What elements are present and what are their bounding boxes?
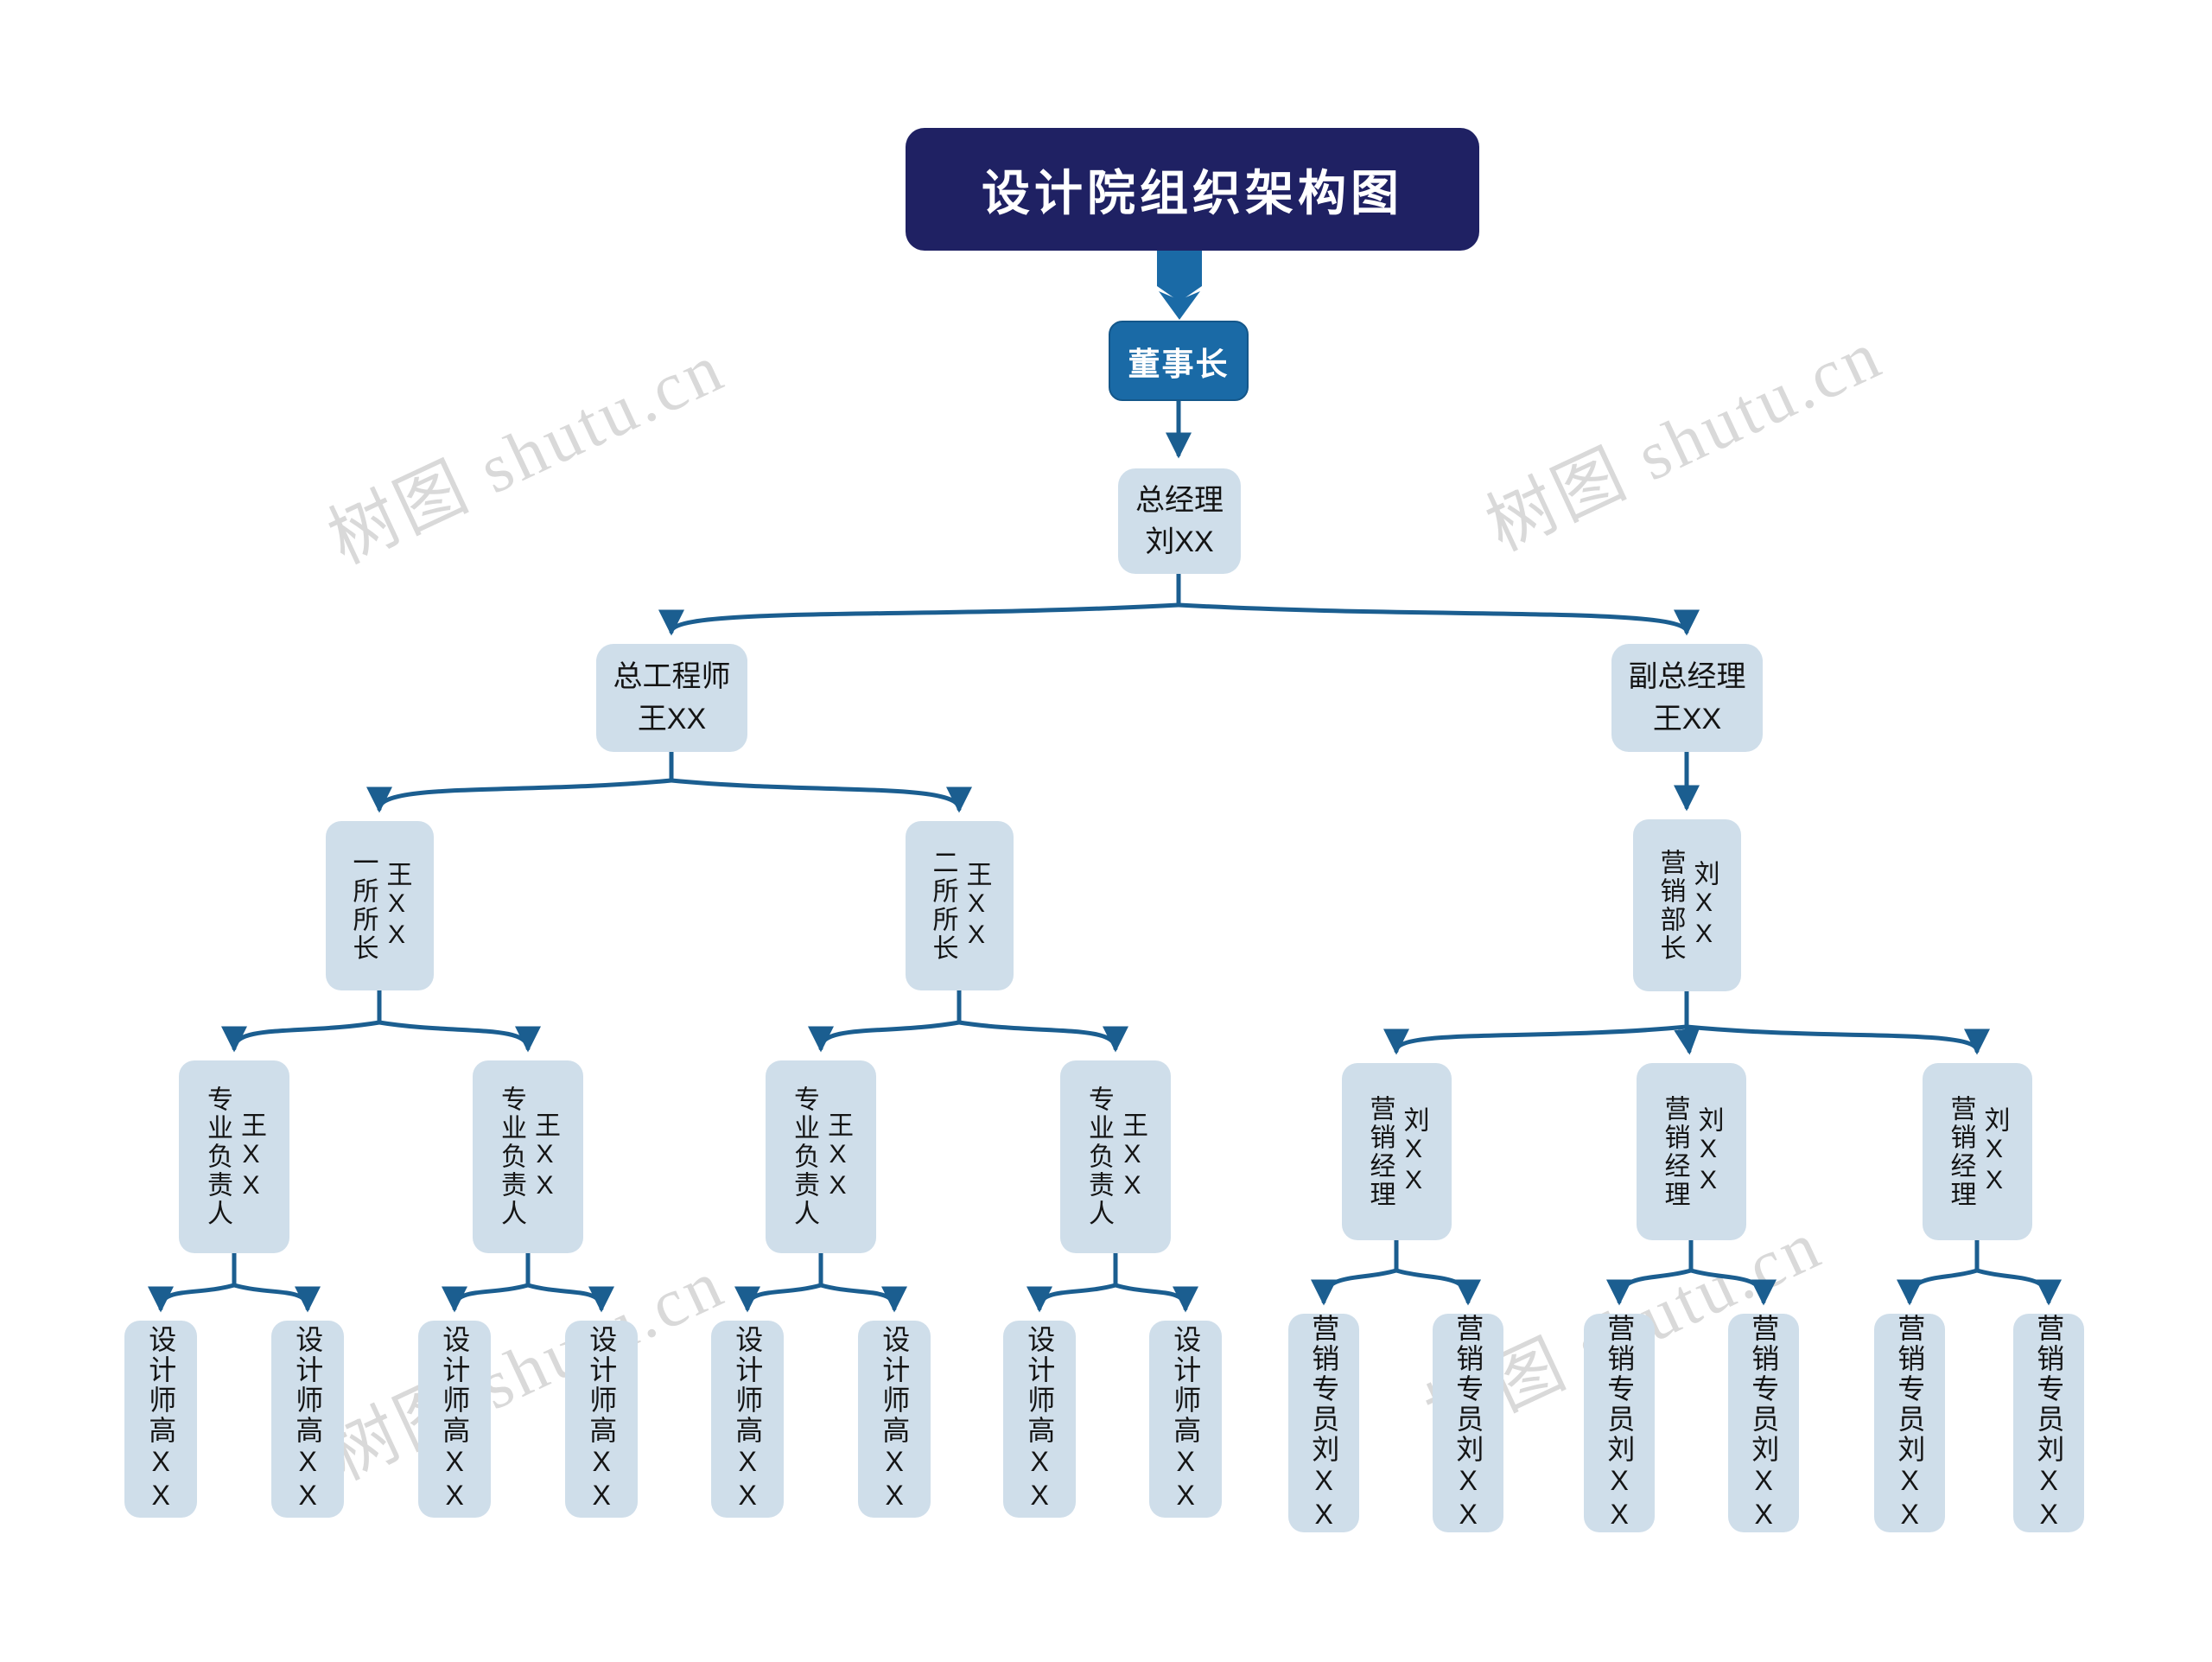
node-professional-lead-2[interactable]: 专业负责人 王XX xyxy=(473,1060,583,1253)
node-name: 王XX xyxy=(237,1111,265,1202)
node-label: 营销专员刘XX xyxy=(1452,1314,1484,1532)
node-title: 总经理 xyxy=(1135,483,1224,517)
node-root-title[interactable]: 设计院组织架构图 xyxy=(906,128,1479,251)
node-title: 营销经理 xyxy=(1365,1094,1395,1209)
node-professional-lead-4[interactable]: 专业负责人 王XX xyxy=(1060,1060,1171,1253)
node-institute-1-director[interactable]: 一所所长 王XX xyxy=(326,821,434,990)
node-label: 营销专员刘XX xyxy=(1604,1314,1636,1532)
node-label: 设计师高XX xyxy=(1170,1325,1202,1513)
node-title: 专业负责人 xyxy=(497,1086,525,1228)
node-professional-lead-1[interactable]: 专业负责人 王XX xyxy=(179,1060,289,1253)
node-designer-3[interactable]: 设计师高XX xyxy=(418,1321,491,1518)
node-label: 设计师高XX xyxy=(292,1325,324,1513)
node-name: 刘XX xyxy=(1145,525,1214,558)
node-professional-lead-3[interactable]: 专业负责人 王XX xyxy=(766,1060,876,1253)
node-title: 营销经理 xyxy=(1660,1094,1689,1209)
node-designer-4[interactable]: 设计师高XX xyxy=(565,1321,638,1518)
node-label: 设计师高XX xyxy=(732,1325,764,1513)
page-title: 设计院组织架构图 xyxy=(982,165,1403,220)
node-institute-2-director[interactable]: 二所所长 王XX xyxy=(906,821,1014,990)
node-designer-8[interactable]: 设计师高XX xyxy=(1149,1321,1222,1518)
node-title: 二所所长 xyxy=(928,849,957,963)
node-designer-1[interactable]: 设计师高XX xyxy=(124,1321,197,1518)
node-title: 一所所长 xyxy=(348,849,378,963)
node-label: 设计师高XX xyxy=(145,1325,177,1513)
node-marketing-manager-2[interactable]: 营销经理 刘XX xyxy=(1637,1063,1746,1240)
node-name: 王XX xyxy=(531,1111,559,1202)
node-marketing-manager-3[interactable]: 营销经理 刘XX xyxy=(1923,1063,2032,1240)
node-name: 刘XX xyxy=(1694,1106,1723,1197)
node-title: 专业负责人 xyxy=(203,1086,232,1228)
node-title: 营销部长 xyxy=(1656,848,1685,963)
node-name: 刘XX xyxy=(1399,1106,1428,1197)
node-name: 王XX xyxy=(1118,1111,1147,1202)
node-label: 营销专员刘XX xyxy=(1308,1314,1340,1532)
node-label: 设计师高XX xyxy=(879,1325,911,1513)
node-marketing-specialist-1[interactable]: 营销专员刘XX xyxy=(1288,1314,1359,1532)
node-label: 营销专员刘XX xyxy=(1748,1314,1780,1532)
node-name: 王XX xyxy=(962,860,991,952)
node-name: 刘XX xyxy=(1689,860,1719,951)
node-general-manager[interactable]: 总经理 刘XX xyxy=(1118,468,1241,574)
node-name: 刘XX xyxy=(1980,1106,2009,1197)
node-marketing-manager-1[interactable]: 营销经理 刘XX xyxy=(1342,1063,1452,1240)
node-label: 设计师高XX xyxy=(1024,1325,1056,1513)
node-marketing-specialist-6[interactable]: 营销专员刘XX xyxy=(2013,1314,2084,1532)
node-designer-2[interactable]: 设计师高XX xyxy=(271,1321,344,1518)
node-name: 王XX xyxy=(1652,702,1722,735)
node-chairman[interactable]: 董事长 xyxy=(1109,321,1249,401)
node-name: 王XX xyxy=(382,860,411,952)
node-label: 设计师高XX xyxy=(439,1325,471,1513)
title-arrow xyxy=(1157,246,1202,320)
node-chief-engineer[interactable]: 总工程师 王XX xyxy=(596,644,747,752)
node-marketing-specialist-2[interactable]: 营销专员刘XX xyxy=(1433,1314,1503,1532)
node-marketing-director[interactable]: 营销部长 刘XX xyxy=(1633,819,1741,991)
node-title: 营销经理 xyxy=(1946,1094,1975,1209)
node-marketing-specialist-4[interactable]: 营销专员刘XX xyxy=(1728,1314,1799,1532)
node-label: 董事长 xyxy=(1128,346,1230,382)
node-name: 王XX xyxy=(637,702,707,735)
node-designer-5[interactable]: 设计师高XX xyxy=(711,1321,784,1518)
node-marketing-specialist-3[interactable]: 营销专员刘XX xyxy=(1584,1314,1655,1532)
connectors xyxy=(148,398,2062,1313)
node-title: 专业负责人 xyxy=(790,1086,818,1228)
node-title: 专业负责人 xyxy=(1084,1086,1113,1228)
node-name: 王XX xyxy=(823,1111,852,1202)
node-title: 副总经理 xyxy=(1628,660,1746,694)
node-designer-7[interactable]: 设计师高XX xyxy=(1003,1321,1076,1518)
node-label: 营销专员刘XX xyxy=(2033,1314,2065,1532)
node-label: 营销专员刘XX xyxy=(1894,1314,1926,1532)
node-title: 总工程师 xyxy=(613,660,731,694)
node-designer-6[interactable]: 设计师高XX xyxy=(858,1321,931,1518)
node-label: 设计师高XX xyxy=(586,1325,618,1513)
node-marketing-specialist-5[interactable]: 营销专员刘XX xyxy=(1874,1314,1945,1532)
node-deputy-general-manager[interactable]: 副总经理 王XX xyxy=(1611,644,1763,752)
